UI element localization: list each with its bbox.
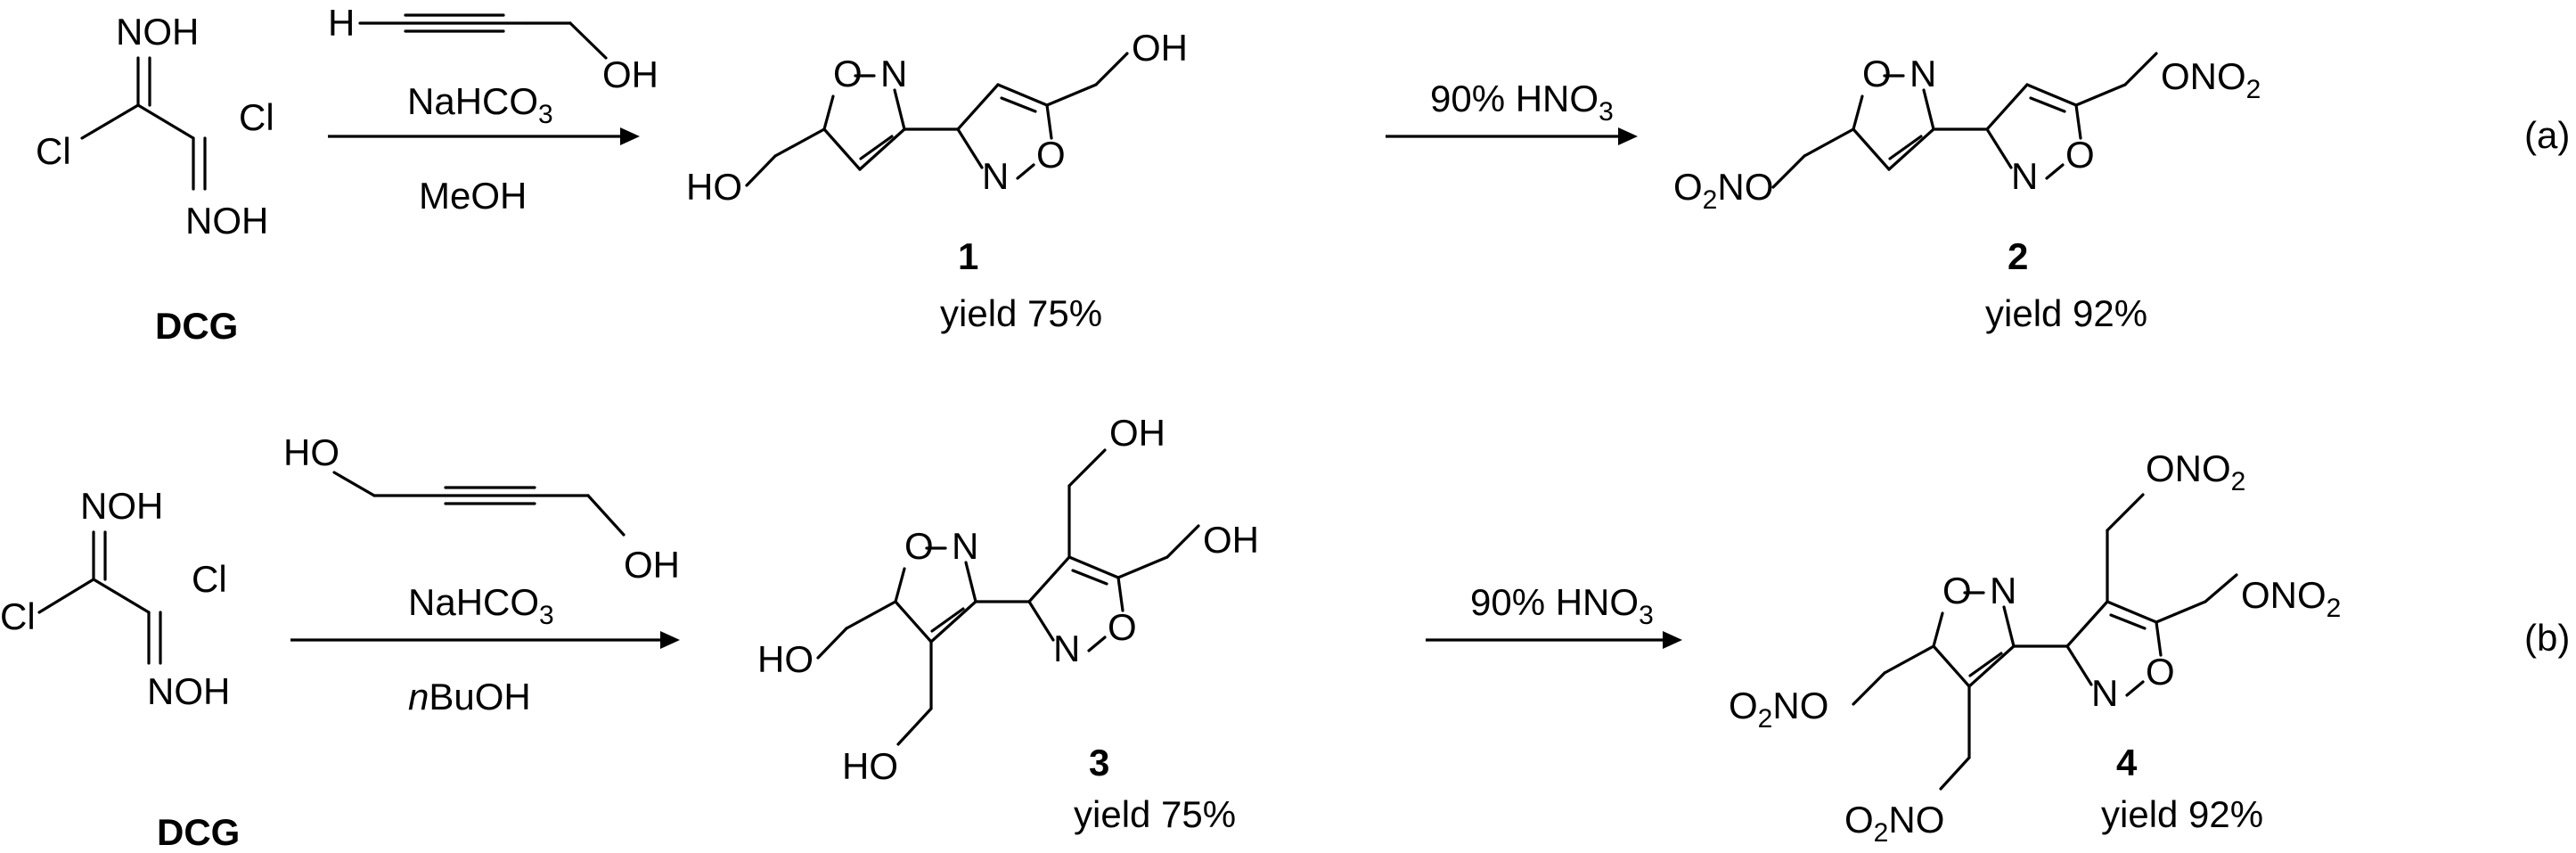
compound-3-structure: O N HO HO O N OH OH <box>757 412 1259 787</box>
arrowhead-2 <box>1618 127 1638 145</box>
hydroxyl-top-3: OH <box>1109 412 1165 454</box>
chlorine-left-label: Cl <box>36 130 71 172</box>
ring-oxygen-1a: O <box>833 53 863 94</box>
nitrate-right-2: ONO2 <box>2161 55 2261 104</box>
reagent-hydroxyl-left-b: HO <box>283 431 339 473</box>
base-label-b: NaHCO3 <box>408 581 554 630</box>
nitrate-bottom-4: O2NO <box>1844 799 1944 848</box>
ring-nitrogen-1a: N <box>880 53 907 94</box>
hydroxyl-right-1: OH <box>1132 27 1188 69</box>
nitrate-left-4: O2NO <box>1729 685 1828 734</box>
ring-nitrogen-2a: N <box>1910 53 1936 94</box>
nitrate-left-2: O2NO <box>1673 166 1773 215</box>
compound-4-structure: O N O2NO O2NO O N ONO2 ONO2 <box>1729 447 2341 848</box>
reagent-hydroxyl-right-b: OH <box>624 544 680 586</box>
oxime-top-label: NOH <box>116 11 199 53</box>
dcg-label-a: DCG <box>155 305 238 347</box>
compound-3-yield: yield 75% <box>1074 793 1236 835</box>
ring-oxygen-4a: O <box>1942 570 1972 611</box>
ring-oxygen-3b: O <box>1108 606 1137 648</box>
compound-4-number: 4 <box>2116 742 2138 783</box>
base-label-a: NaHCO3 <box>407 80 553 129</box>
hydroxyl-right-3: OH <box>1203 519 1259 561</box>
dcg-structure-a: NOH Cl Cl NOH <box>36 11 274 242</box>
ring-oxygen-1b: O <box>1036 134 1066 176</box>
chlorine-right-label-b: Cl <box>192 558 227 600</box>
oxime-bottom-label-b: NOH <box>147 670 230 712</box>
compound-2-number: 2 <box>2008 235 2028 277</box>
butynediol-structure: HO OH <box>283 431 680 586</box>
hydroxyl-bottom-3: HO <box>842 745 898 787</box>
reaction-tag-b: (b) <box>2524 617 2570 659</box>
oxime-top-label-b: NOH <box>80 485 163 527</box>
ring-nitrogen-4a: N <box>1990 570 2016 611</box>
solvent-label-b: nBuOH <box>408 676 531 718</box>
nitration-label-b: 90% HNO3 <box>1470 581 1654 630</box>
ring-nitrogen-3a: N <box>952 525 978 567</box>
ring-oxygen-3a: O <box>904 525 934 567</box>
compound-1-number: 1 <box>958 235 978 277</box>
chlorine-right-label: Cl <box>239 96 274 138</box>
hydroxyl-left-1: HO <box>686 166 742 208</box>
reagent-hydroxyl-label: OH <box>602 53 658 95</box>
nitrate-top-4: ONO2 <box>2146 447 2245 496</box>
hydroxyl-left-3: HO <box>757 638 814 680</box>
compound-4-yield: yield 92% <box>2101 793 2263 835</box>
ring-oxygen-2a: O <box>1862 53 1892 94</box>
oxime-bottom-label: NOH <box>185 200 268 242</box>
chlorine-left-label-b: Cl <box>0 595 36 637</box>
ring-nitrogen-4b: N <box>2091 672 2118 714</box>
reaction-tag-a: (a) <box>2524 114 2570 156</box>
ring-oxygen-2b: O <box>2065 134 2095 176</box>
ring-nitrogen-1b: N <box>982 155 1009 197</box>
arrowhead-4 <box>1663 631 1682 649</box>
compound-1-structure: O N HO O N OH <box>686 27 1188 208</box>
compound-2-yield: yield 92% <box>1985 292 2147 334</box>
compound-3-number: 3 <box>1089 742 1109 783</box>
dcg-label-b: DCG <box>157 811 240 853</box>
nitrate-right-4: ONO2 <box>2241 574 2341 623</box>
dcg-structure-b: NOH Cl Cl NOH <box>0 485 230 712</box>
propargyl-alcohol-structure: H OH <box>328 2 658 95</box>
ring-nitrogen-2b: N <box>2011 155 2038 197</box>
compound-2-structure: O N O2NO O N ONO2 <box>1673 52 2261 215</box>
arrowhead-3 <box>660 631 680 649</box>
nitration-label-a: 90% HNO3 <box>1430 78 1614 127</box>
ring-oxygen-4b: O <box>2146 651 2175 693</box>
compound-1-yield: yield 75% <box>940 292 1102 334</box>
arrowhead-1 <box>620 127 640 145</box>
alkyne-hydrogen-label: H <box>328 2 355 44</box>
solvent-label-a: MeOH <box>419 175 527 217</box>
ring-nitrogen-3b: N <box>1053 627 1080 669</box>
